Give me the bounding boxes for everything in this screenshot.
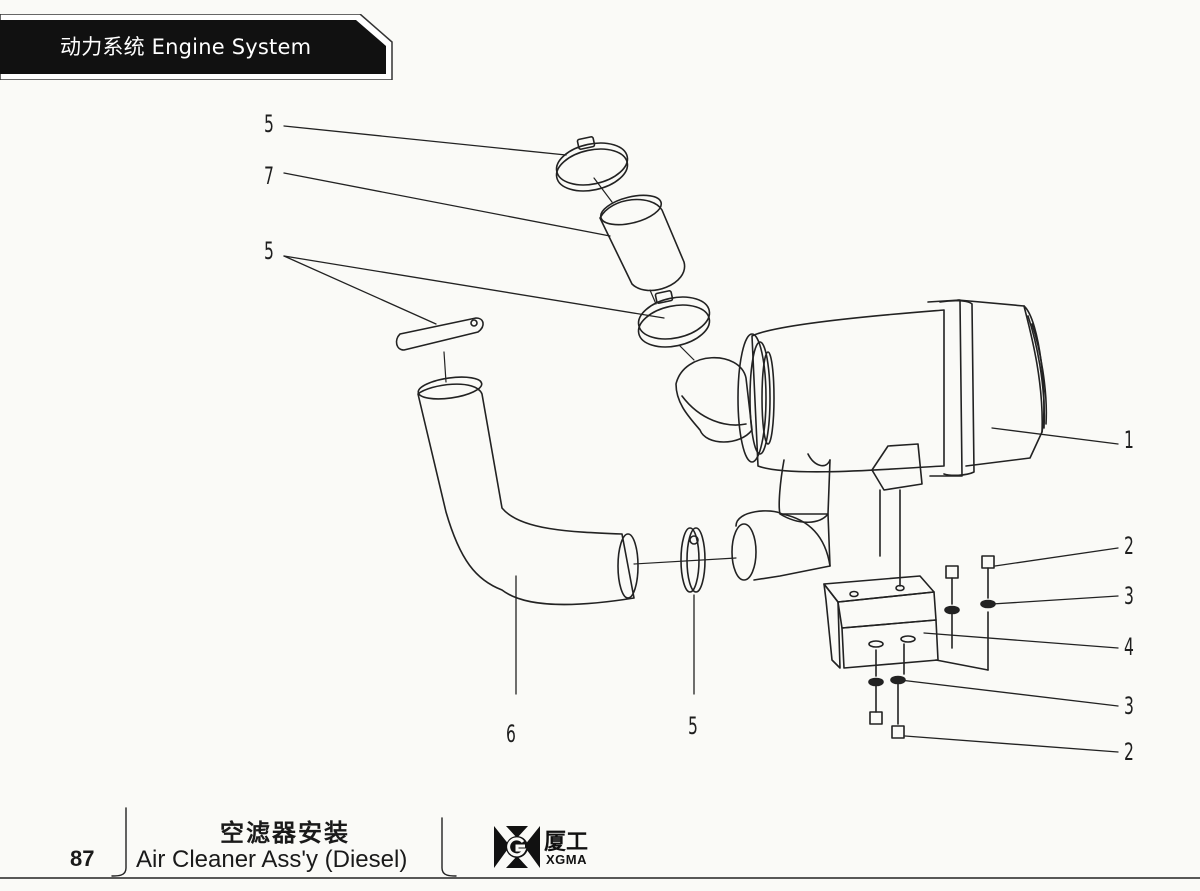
outlet-elbow xyxy=(675,356,753,443)
leader-lines xyxy=(283,125,1119,753)
callout-3-lower: 3 xyxy=(1124,692,1134,720)
rubber-hose-segment xyxy=(599,194,686,292)
footer-title-en: Air Cleaner Ass'y (Diesel) xyxy=(136,846,408,873)
callout-5-top: 5 xyxy=(264,110,274,138)
footer-rules xyxy=(0,807,1200,879)
xgma-logo-icon xyxy=(494,826,540,868)
mounting-bracket xyxy=(823,575,989,671)
bolt-washer-set-lower xyxy=(868,643,906,739)
callout-7: 7 xyxy=(264,162,274,190)
hose-clamp-lower xyxy=(633,527,737,593)
hose-clamp-top xyxy=(555,136,629,192)
callout-5-lower: 5 xyxy=(688,712,698,740)
footer-title-cn: 空滤器安装 xyxy=(220,819,350,847)
callout-5-middle: 5 xyxy=(264,237,274,265)
air-cleaner-body xyxy=(737,299,1048,477)
inlet-branch xyxy=(731,453,831,581)
intake-pipe xyxy=(417,351,639,606)
section-title: 动力系统 Engine System xyxy=(60,35,312,59)
callout-2-lower: 2 xyxy=(1124,738,1134,766)
logo-text-cn: 厦工 xyxy=(544,830,589,855)
callout-3-upper: 3 xyxy=(1124,582,1134,610)
callout-2-upper: 2 xyxy=(1124,532,1134,560)
page-number: 87 xyxy=(70,846,95,871)
callout-4: 4 xyxy=(1124,633,1134,661)
rain-cap xyxy=(395,317,484,351)
hose-clamp-middle xyxy=(637,290,711,348)
callout-6: 6 xyxy=(506,720,516,748)
section-header-tab: 动力系统 Engine System xyxy=(0,14,394,80)
callout-1: 1 xyxy=(1124,426,1134,454)
bolt-washer-set-upper xyxy=(944,555,996,649)
mounting-tab xyxy=(871,443,923,587)
logo-text-en: XGMA xyxy=(546,852,587,867)
